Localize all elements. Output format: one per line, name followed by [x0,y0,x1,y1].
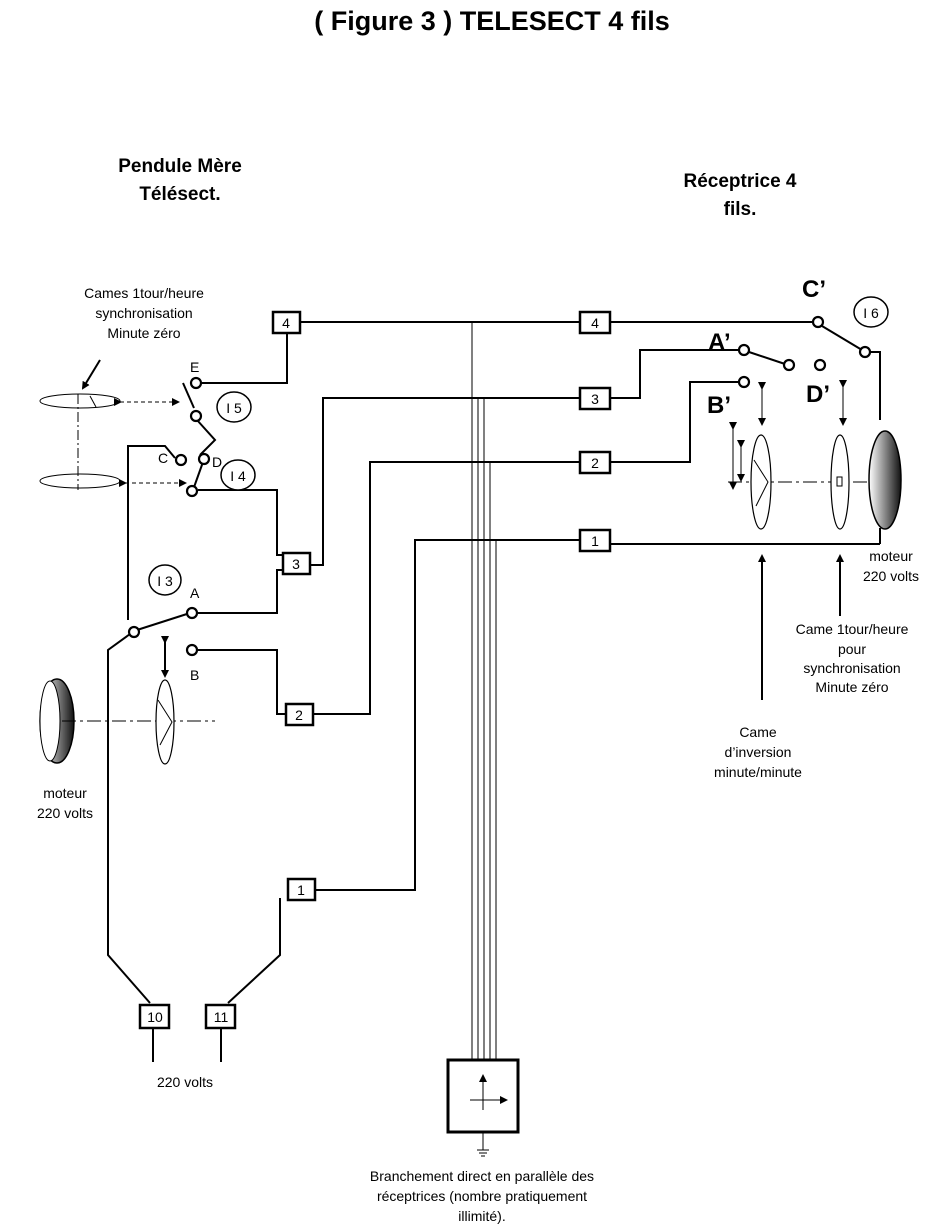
svg-text:I 4: I 4 [230,468,246,484]
label-a: A [190,585,200,601]
left-motor [39,636,215,765]
contact-c-prime [811,315,825,329]
left-heading-line1: Pendule Mère [118,156,242,177]
right-motor-label-line1: moteur [869,548,913,564]
left-motor-label-line2: 220 volts [37,805,93,821]
label-e: E [190,359,199,375]
terminal-left-1: 1 [286,877,317,902]
svg-text:3: 3 [292,556,300,572]
terminal-right-2: 2 [578,450,612,475]
svg-text:2: 2 [295,707,303,723]
diagram-title: ( Figure 3 ) TELESECT 4 fils [314,6,670,36]
left-heading-line2: Télésect. [139,184,220,205]
terminal-right-1: 1 [578,528,612,553]
left-sync-cams [39,359,187,490]
right-sync-label-line4: Minute zéro [815,679,888,695]
switch-i4: I 4 [220,459,256,491]
svg-text:I 6: I 6 [863,305,879,321]
contact-i3-pivot [127,625,141,639]
left-cams-label-line2: synchronisation [95,305,192,321]
contact-right-pivot [782,358,796,372]
contact-d [197,452,211,466]
terminal-left-3: 3 [281,551,312,576]
terminal-right-3: 3 [578,386,612,411]
svg-text:4: 4 [591,315,599,331]
right-heading-line2: fils. [724,199,757,220]
switch-i3: I 3 [148,564,182,596]
svg-text:3: 3 [591,391,599,407]
label-c: C [158,450,168,466]
terminal-left-4: 4 [271,310,302,335]
supply-label: 220 volts [157,1074,213,1090]
right-sync-label-line3: synchronisation [803,660,900,676]
left-cams-label-line1: Cames 1tour/heure [84,285,204,301]
switch-i5: I 5 [216,391,252,423]
right-sync-label-line1: Came 1tour/heure [796,621,909,637]
parallel-label-line3: illimité). [458,1208,505,1224]
contact-e [189,376,203,390]
svg-text:11: 11 [214,1009,229,1025]
terminal-left-10: 10 [138,1003,171,1030]
bus-wires [200,321,881,1060]
contact-b [185,643,199,657]
contact-b-prime [737,375,751,389]
left-motor-label-line1: moteur [43,785,87,801]
right-motor-label-line2: 220 volts [863,568,919,584]
inversion-label-line1: Came [739,724,777,740]
label-c-prime: C’ [802,276,826,303]
right-sync-label-line2: pour [838,641,866,657]
left-cams-label-line3: Minute zéro [107,325,180,341]
inversion-label-line3: minute/minute [714,764,802,780]
parallel-receiver-box [446,1058,520,1157]
svg-text:4: 4 [282,315,290,331]
contact-a-prime [737,343,751,357]
contact-i6-pivot [858,345,872,359]
contact-c [174,453,188,467]
switch-i6: I 6 [853,296,889,328]
contact-a [185,606,199,620]
label-b-prime: B’ [707,392,731,419]
label-b: B [190,667,199,683]
svg-text:10: 10 [147,1009,163,1025]
left-switch-network [107,382,287,1062]
label-d: D [212,454,222,470]
right-heading-line1: Réceptrice 4 [683,171,796,192]
parallel-label-line1: Branchement direct en parallèle des [370,1168,594,1184]
svg-text:2: 2 [591,455,599,471]
svg-text:I 5: I 5 [226,400,242,416]
label-a-prime: A’ [708,329,731,356]
terminal-left-2: 2 [284,702,315,727]
contact-i5-pivot [189,409,203,423]
svg-text:1: 1 [297,882,305,898]
label-d-prime: D’ [806,381,830,408]
contact-d-prime [813,358,827,372]
right-contacts [737,315,872,389]
inversion-label-line2: d’inversion [725,744,792,760]
parallel-label-line2: réceptrices (nombre pratiquement [377,1188,587,1204]
svg-text:1: 1 [591,533,599,549]
contact-i4-pivot [185,484,199,498]
svg-text:I 3: I 3 [157,573,173,589]
terminal-right-4: 4 [578,310,612,335]
right-mechanism [728,380,902,700]
terminal-left-11: 11 [204,1003,237,1030]
left-contacts [127,376,211,657]
